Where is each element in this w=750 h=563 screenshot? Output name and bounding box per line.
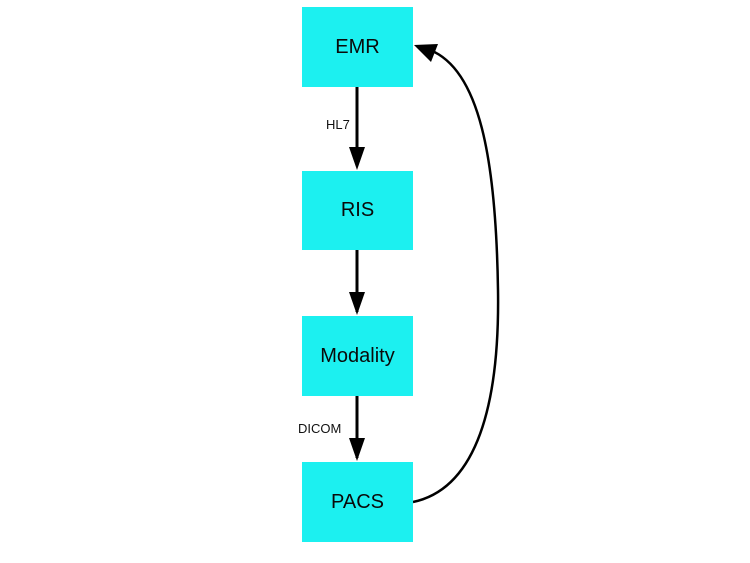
node-ris-label: RIS — [340, 199, 375, 221]
node-pacs: PACS — [302, 462, 413, 542]
node-modality: Modality — [302, 316, 413, 396]
node-emr-label: EMR — [335, 35, 380, 58]
node-pacs-label: PACS — [331, 490, 384, 513]
node-modality-label: Modality — [320, 344, 395, 367]
edge-label-hl7: HL7 — [326, 117, 350, 132]
edge-pacs-to-emr — [412, 48, 500, 504]
node-ris: RIS — [302, 171, 413, 250]
arrowhead-pacs — [349, 438, 365, 461]
arrowhead-emr — [414, 44, 438, 62]
arrowhead-modality — [349, 292, 365, 315]
node-emr: EMR — [302, 7, 413, 87]
arrowhead-ris — [349, 147, 365, 170]
edge-label-dicom: DICOM — [298, 421, 342, 436]
